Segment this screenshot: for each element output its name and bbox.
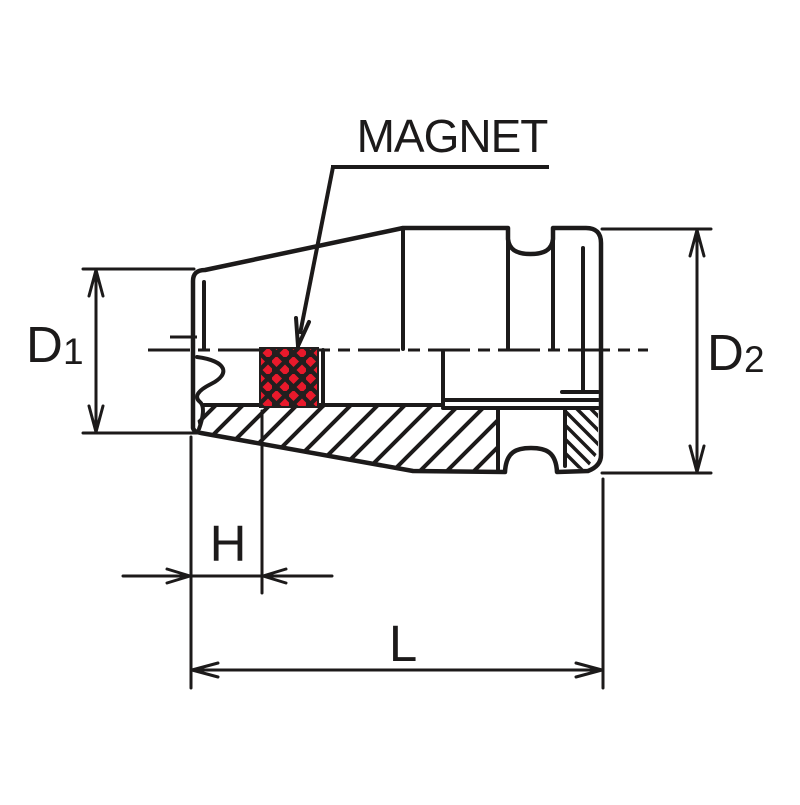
l-label: L (389, 615, 417, 672)
section-hatch-main (195, 406, 498, 470)
d2-label: D (707, 324, 744, 381)
dim-h (121, 409, 334, 690)
magnet-leader-line (298, 166, 335, 335)
magnet-callout: MAGNET (294, 110, 549, 348)
dim-d2 (600, 227, 713, 475)
d1-label-sub: 1 (63, 331, 84, 372)
revolution-edge-lines (202, 228, 600, 394)
hex-opening-profile (195, 355, 226, 431)
d1-label: D (26, 316, 63, 373)
dim-d1 (81, 267, 204, 435)
section-hatch-rear-corner (565, 409, 598, 470)
d2-label-sub: 2 (744, 339, 765, 380)
magnet-insert (259, 347, 319, 408)
bore-lines (195, 348, 600, 472)
h-label: H (210, 515, 247, 572)
magnet-leader-arrowhead (294, 316, 311, 348)
dim-l (190, 477, 605, 690)
magnet-label: MAGNET (357, 110, 549, 162)
